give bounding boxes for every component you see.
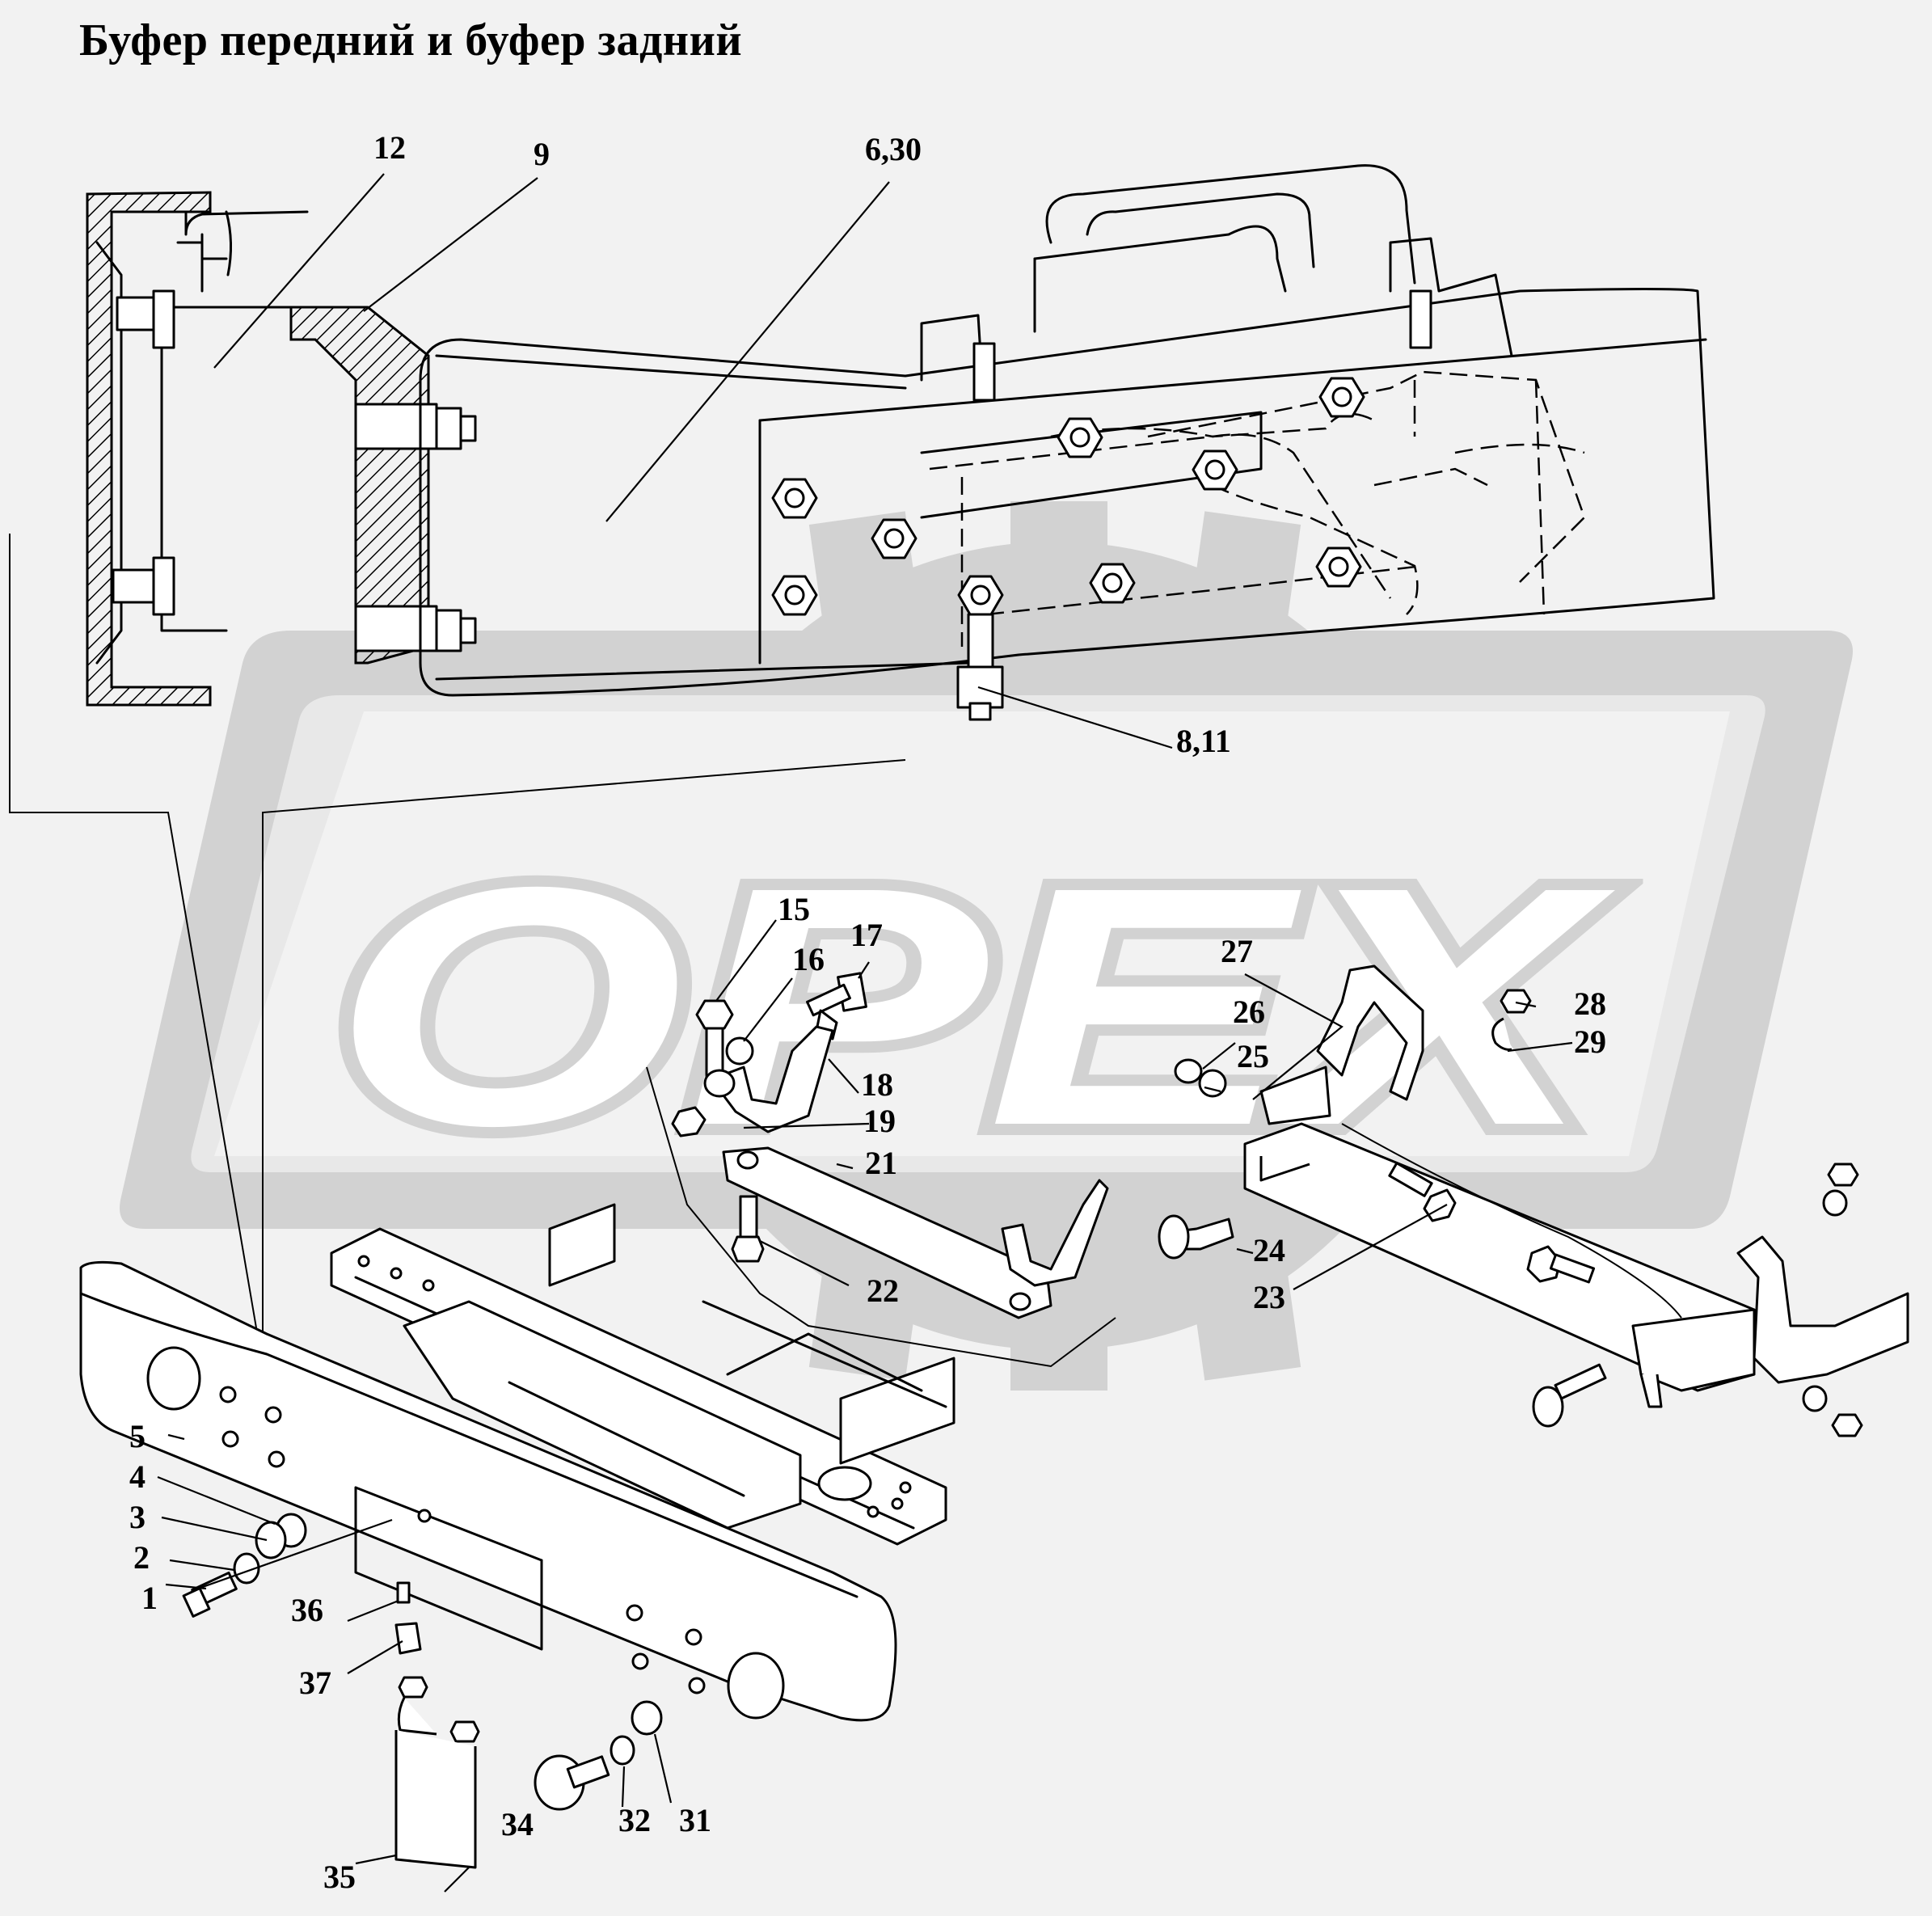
- section-guide-line: [9, 534, 259, 1343]
- callout-23: 23: [1253, 1279, 1285, 1315]
- callout-27: 27: [1221, 933, 1253, 969]
- callout-31: 31: [679, 1802, 711, 1838]
- callout-21: 21: [865, 1145, 897, 1181]
- section-guide-line-2: [262, 759, 906, 1338]
- callout-35: 35: [323, 1859, 356, 1895]
- callout-28: 28: [1574, 985, 1606, 1022]
- callout-1: 1: [141, 1580, 158, 1616]
- callout-22: 22: [867, 1272, 899, 1309]
- callout-25: 25: [1237, 1038, 1269, 1074]
- callout-36: 36: [291, 1592, 323, 1628]
- callout-16: 16: [792, 941, 825, 977]
- callout-15: 15: [778, 891, 810, 927]
- callout-labels: 12 9 6,30 8,11 15 16 17 18 19 21 22 27 2…: [129, 129, 1606, 1895]
- callout-32: 32: [618, 1802, 651, 1838]
- rear-bumper-drawing: [1158, 964, 1909, 1437]
- callout-26: 26: [1233, 994, 1265, 1030]
- callout-3: 3: [129, 1499, 146, 1535]
- callout-24: 24: [1253, 1232, 1285, 1268]
- top-assembly-drawing: [86, 164, 1715, 721]
- callout-8-11: 8,11: [1176, 723, 1231, 759]
- frame-nuts: [771, 377, 1365, 616]
- callout-5: 5: [129, 1418, 146, 1454]
- callout-17: 17: [850, 917, 883, 953]
- front-bumper-drawing: [79, 1203, 955, 1869]
- leader-lines: [157, 173, 1573, 1893]
- callout-12: 12: [373, 129, 406, 166]
- callout-2: 2: [133, 1539, 150, 1576]
- callout-34: 34: [501, 1806, 534, 1842]
- callout-18: 18: [861, 1066, 893, 1103]
- page-title: Буфер передний и буфер задний: [79, 15, 743, 65]
- callout-9: 9: [534, 136, 550, 172]
- watermark-text: OPEX: [331, 817, 1616, 1196]
- callout-29: 29: [1574, 1023, 1606, 1060]
- callout-6-30: 6,30: [865, 131, 922, 167]
- callout-4: 4: [129, 1458, 146, 1495]
- callout-19: 19: [863, 1103, 896, 1139]
- callout-37: 37: [299, 1665, 331, 1701]
- middle-bracket-drawing: [646, 972, 1116, 1368]
